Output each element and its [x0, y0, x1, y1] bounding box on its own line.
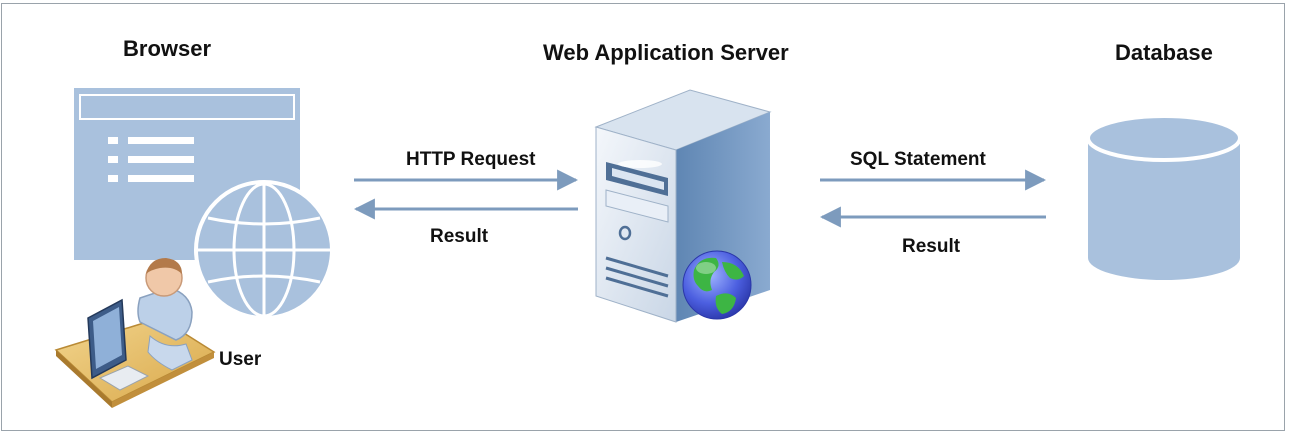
server-title: Web Application Server — [543, 40, 789, 65]
globe-icon — [194, 180, 334, 320]
database-title: Database — [1115, 40, 1213, 65]
earth-globe-icon — [682, 250, 752, 320]
browser-title: Browser — [123, 36, 212, 61]
user-label: User — [219, 349, 262, 370]
sql-result-label: Result — [902, 236, 961, 257]
user-at-computer-icon — [54, 258, 216, 408]
http-request-label: HTTP Request — [406, 149, 536, 170]
database-cylinder-icon — [1086, 114, 1242, 280]
http-result-label: Result — [430, 226, 489, 247]
sql-statement-label: SQL Statement — [850, 149, 986, 170]
